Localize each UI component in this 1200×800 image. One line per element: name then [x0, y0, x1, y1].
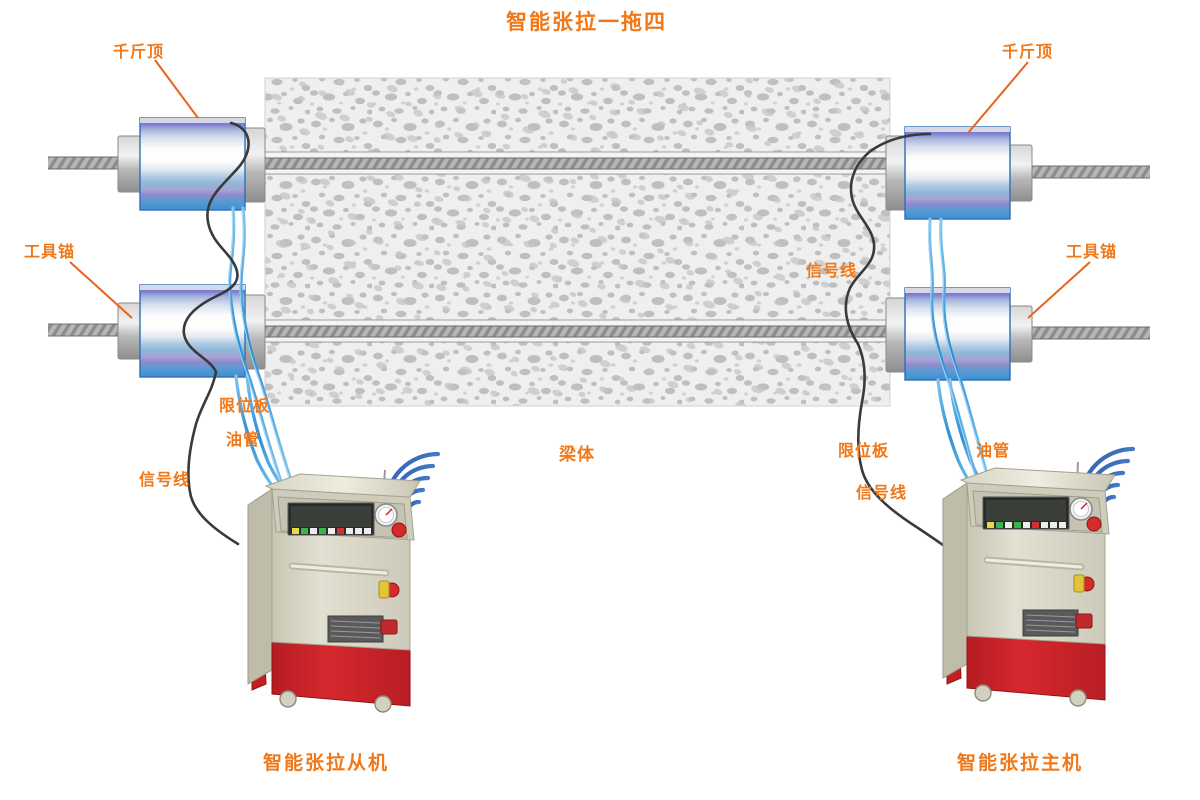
label-left-jack: 千斤顶: [113, 44, 165, 61]
jack-right-lower: [885, 287, 1033, 381]
tool-anchor-right-lower: [1007, 305, 1033, 363]
label-right-limit-plate: 限位板: [838, 443, 890, 460]
label-left-signal-wire: 信号线: [139, 472, 191, 489]
strand-right-lower: [1010, 326, 1150, 340]
jack-left-lower: [117, 284, 266, 378]
knob-yellow-slave: [378, 580, 390, 599]
caster-slave-left: [279, 690, 297, 708]
caster-master-left: [974, 684, 992, 702]
tool-anchor-left-lower: [117, 302, 143, 360]
leader-left-anchor: [69, 261, 133, 319]
caster-master-right: [1069, 689, 1087, 707]
label-beam: 梁体: [559, 445, 595, 464]
tool-anchor-right-upper: [1007, 144, 1033, 202]
valve-master: [1075, 613, 1093, 629]
label-right-jack: 千斤顶: [1002, 44, 1054, 61]
signal-wire-right: [844, 132, 958, 558]
label-right-oil-pipe: 油管: [976, 443, 1011, 460]
caster-slave-right: [374, 695, 392, 713]
jack-right-upper: [885, 126, 1033, 220]
label-center-signal-wire: 信号线: [806, 263, 858, 280]
oil-pipes-right-highlight: [928, 220, 989, 483]
limit-plate-left-upper: [242, 127, 266, 203]
vent-grille-slave: [327, 615, 384, 643]
label-left-limit-plate: 限位板: [219, 398, 271, 415]
leader-left-jack: [154, 59, 199, 119]
strand-right-upper: [1010, 165, 1150, 179]
jack-left-upper: [117, 117, 266, 211]
machine-slave: [247, 469, 421, 713]
leader-right-anchor: [1027, 261, 1091, 319]
valve-slave: [380, 619, 398, 635]
label-left-oil-pipe: 油管: [226, 432, 261, 449]
tendon-duct-lower: [264, 319, 891, 343]
screen-button-row-master: [987, 522, 1066, 528]
label-slave-machine: 智能张拉从机: [263, 753, 390, 774]
label-left-anchor: 工具锚: [24, 244, 76, 261]
machine-master: [942, 461, 1116, 707]
concrete-beam: [264, 77, 891, 407]
label-master-machine: 智能张拉主机: [957, 753, 1084, 774]
leader-lines: [69, 59, 1091, 319]
signal-wire-left: [182, 121, 250, 546]
leader-right-jack: [967, 61, 1029, 134]
tendon-duct-upper: [264, 151, 891, 175]
label-right-signal-wire: 信号线: [856, 485, 908, 502]
emergency-stop-master: [1086, 516, 1102, 532]
screen-button-row-slave: [292, 528, 371, 534]
page-title: 智能张拉一拖四: [506, 11, 667, 34]
knob-yellow-master: [1073, 574, 1085, 593]
emergency-stop-slave: [391, 522, 407, 538]
label-right-anchor: 工具锚: [1066, 244, 1118, 261]
vent-grille-master: [1022, 609, 1079, 637]
tool-anchor-left-upper: [117, 135, 143, 193]
